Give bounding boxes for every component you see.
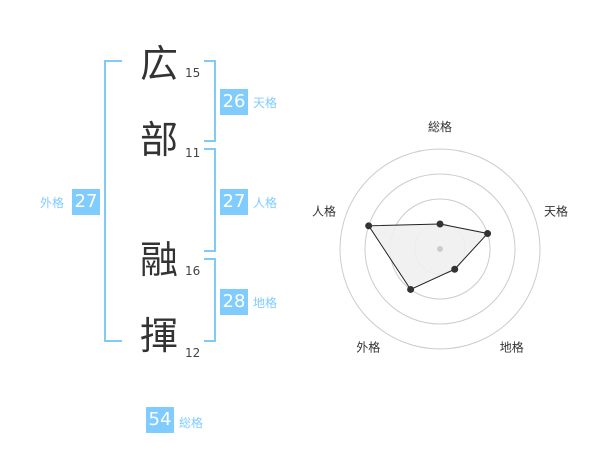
name-char-4: 揮 bbox=[140, 314, 179, 358]
gaikaku-badge: 27 bbox=[72, 189, 100, 215]
stroke-count-2: 11 bbox=[185, 146, 201, 160]
stroke-count-3: 16 bbox=[185, 264, 201, 278]
radar-point-2 bbox=[484, 230, 492, 238]
stroke-count-1: 15 bbox=[185, 66, 201, 80]
radar-axis-label-4: 外格 bbox=[356, 340, 380, 355]
soukaku-badge: 54 bbox=[146, 407, 174, 433]
radar-center-dot bbox=[437, 246, 443, 252]
radar-ring-4 bbox=[339, 148, 541, 350]
tenkaku-bracket bbox=[204, 60, 216, 142]
radar-points bbox=[365, 220, 492, 293]
radar-point-3 bbox=[451, 265, 459, 273]
tenkaku-label: 天格 bbox=[253, 96, 278, 110]
name-char-3: 融 bbox=[140, 238, 179, 282]
gaikaku-label: 外格 bbox=[40, 196, 65, 210]
jinkaku-label: 人格 bbox=[253, 196, 278, 210]
name-char-1: 広 bbox=[140, 42, 179, 86]
radar-series-polygon bbox=[367, 223, 489, 291]
chikaku-bracket bbox=[204, 258, 216, 342]
radar-point-4 bbox=[407, 285, 415, 293]
jinkaku-badge: 27 bbox=[220, 189, 248, 215]
radar-point-5 bbox=[365, 222, 373, 230]
radar-grid bbox=[339, 148, 541, 350]
radar-axis-label-3: 地格 bbox=[500, 340, 524, 355]
stroke-count-4: 12 bbox=[185, 346, 201, 360]
radar-axis-label-1: 総格 bbox=[428, 119, 452, 134]
radar-point-1 bbox=[436, 220, 444, 228]
name-char-2: 部 bbox=[140, 118, 179, 162]
gaikaku-bracket bbox=[104, 60, 122, 342]
radar-axis-label-2: 天格 bbox=[544, 203, 568, 218]
chikaku-badge: 28 bbox=[220, 289, 248, 315]
radar-ring-3 bbox=[364, 173, 516, 325]
tenkaku-badge: 26 bbox=[220, 89, 248, 115]
jinkaku-bracket bbox=[204, 148, 216, 252]
radar-axis-label-5: 人格 bbox=[312, 203, 336, 218]
chikaku-label: 地格 bbox=[253, 296, 278, 310]
soukaku-label: 総格 bbox=[179, 416, 204, 430]
